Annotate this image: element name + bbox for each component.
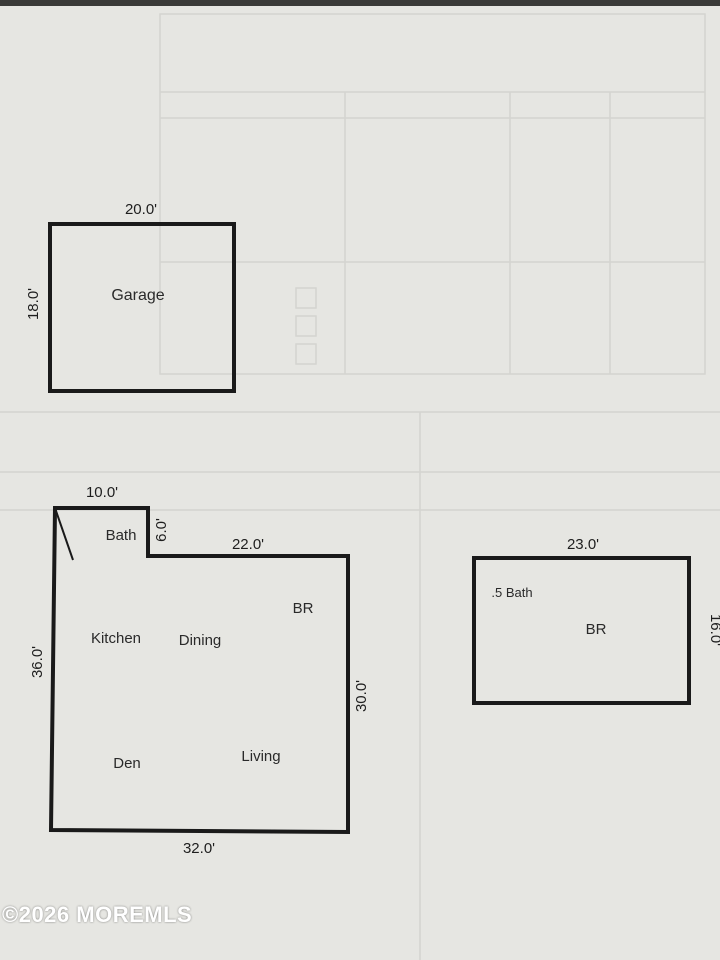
garage-width-dimension: 20.0' — [125, 201, 157, 218]
main-top-right-dimension: 22.0' — [232, 536, 264, 553]
main-floor-outline — [48, 506, 350, 835]
upper-floor-outline — [472, 556, 691, 705]
garage-outline — [48, 222, 236, 393]
main-floor-plan: Bath Kitchen Dining BR Den Living 10.0' … — [29, 484, 370, 857]
page-top-edge — [0, 0, 720, 6]
bath-label: Bath — [106, 527, 137, 544]
living-label: Living — [241, 748, 280, 765]
upper-br-label: BR — [586, 621, 607, 638]
garage-plan: Garage 20.0' 18.0' — [25, 201, 236, 393]
kitchen-label: Kitchen — [91, 630, 141, 647]
main-br-label: BR — [293, 600, 314, 617]
garage-label: Garage — [111, 287, 164, 304]
main-top-left-dimension: 10.0' — [86, 484, 118, 501]
bath-angle-wall — [54, 507, 74, 561]
main-right-dimension: 30.0' — [353, 680, 370, 712]
upper-depth-dimension: 16.0' — [707, 614, 720, 646]
dining-label: Dining — [179, 632, 222, 649]
main-bottom-dimension: 32.0' — [183, 840, 215, 857]
garage-depth-dimension: 18.0' — [25, 288, 42, 320]
upper-width-dimension: 23.0' — [567, 536, 599, 553]
copyright-watermark: ©2026 MOREMLS — [2, 902, 193, 927]
bath-step-dimension: 6.0' — [153, 518, 170, 542]
main-left-dimension: 36.0' — [29, 646, 46, 678]
upper-floor-plan: .5 Bath BR 23.0' 16.0' — [472, 536, 720, 705]
half-bath-label: .5 Bath — [491, 585, 532, 600]
den-label: Den — [113, 755, 141, 772]
